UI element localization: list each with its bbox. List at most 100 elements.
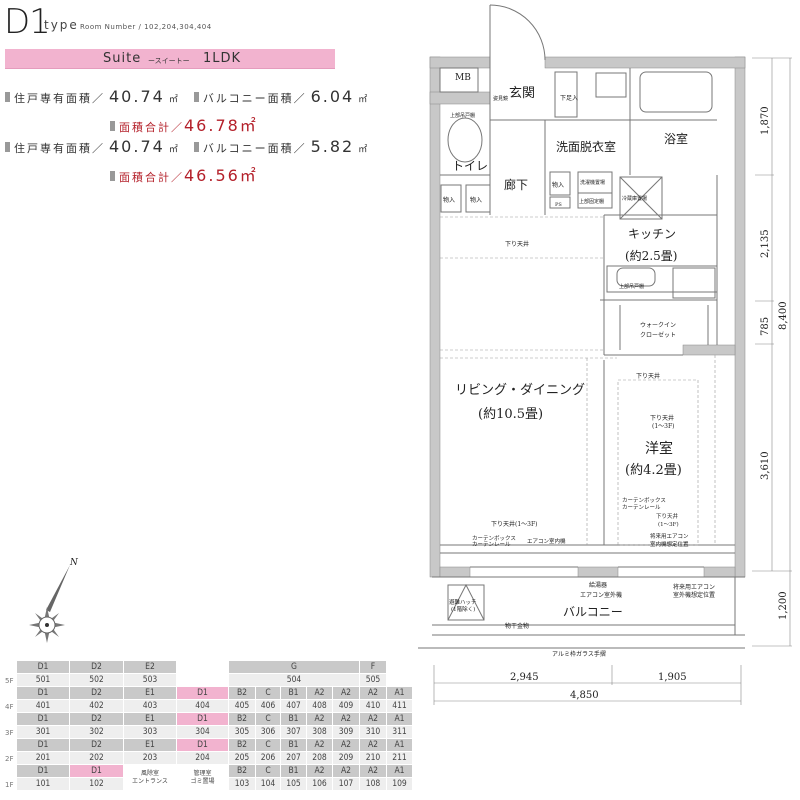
layout-type: 1LDK [203, 51, 242, 66]
unit-number-cell: 406 [256, 700, 281, 713]
unit-type-cell: A2 [307, 739, 333, 752]
dimension-width-western: 1,905 [658, 672, 687, 683]
unit-number-cell: 311 [387, 726, 413, 739]
toilet-label: トイレ [452, 159, 488, 173]
unit-number-cell: 409 [333, 700, 360, 713]
curtain-box-label: カーテンボックス [622, 496, 666, 504]
unit-type-cell: B1 [281, 687, 307, 700]
bullet-icon [193, 142, 199, 152]
future-ac-label: 将来用エアコン [650, 532, 689, 540]
western-room-label: 洋室 [645, 440, 673, 457]
dropped-ceiling-label: 下り天井 [636, 372, 660, 380]
unit-number-cell: 209 [333, 752, 360, 765]
unit-number-cell: 308 [307, 726, 333, 739]
total-area-row-1: 面積合計／46.78㎡ [110, 112, 262, 136]
living-dining-size: (約10.5畳) [478, 407, 543, 422]
unit-type-cell: E2 [124, 661, 177, 674]
unit-number-cell: 208 [307, 752, 333, 765]
unit-type-cell: B1 [281, 765, 307, 778]
unit-type-cell: A1 [387, 739, 413, 752]
unit-type-cell: A2 [333, 765, 360, 778]
living-dining-label: リビング・ダイニング [455, 383, 585, 398]
unit-type-cell: A1 [387, 713, 413, 726]
unit-type-cell: A1 [387, 687, 413, 700]
unit-type-cell: B2 [229, 687, 256, 700]
unit-number-cell: 402 [70, 700, 124, 713]
unit-type-cell [177, 661, 229, 674]
unit-number-cell: 205 [229, 752, 256, 765]
unit-number-cell: 302 [70, 726, 124, 739]
unit-type-cell: A2 [360, 765, 387, 778]
upper-hanging-cabinet-label: 上部吊戸棚 [619, 283, 644, 290]
unit-number-cell: 109 [387, 778, 413, 791]
unit-number-cell: 310 [360, 726, 387, 739]
unit-number-cell: 307 [281, 726, 307, 739]
unit-type-cell: C [256, 765, 281, 778]
washer-label: 洗濯機置場 [580, 179, 605, 186]
unit-number-cell: 210 [360, 752, 387, 765]
unit-type-cell: D1 [17, 739, 70, 752]
unit-number-cell: 503 [124, 674, 177, 687]
unit-type-cell: D1 [17, 765, 70, 778]
unit-type-cell: B2 [229, 713, 256, 726]
common-area-cell: 風除室 エントランス [124, 765, 177, 791]
unit-type-cell: D1 [177, 687, 229, 700]
floor-label: 4F [5, 703, 14, 711]
unit-type-cell: D1 [17, 687, 70, 700]
unit-type-cell: E1 [124, 687, 177, 700]
unit-type-cell: G [229, 661, 360, 674]
unit-type-cell: D1 [17, 713, 70, 726]
storage-label: 物入 [552, 181, 564, 189]
unit: ㎡ [358, 95, 370, 105]
suite-kana: ースイートー [148, 57, 190, 65]
unit-type-cell: D2 [70, 661, 124, 674]
unit-number-cell: 401 [17, 700, 70, 713]
unit-type-cell: D2 [70, 713, 124, 726]
unit-type-cell: A1 [387, 765, 413, 778]
unit-type-cell: A2 [307, 687, 333, 700]
unit-type-cell: C [256, 739, 281, 752]
future-outdoor-ac-position: 室外機想定位置 [673, 591, 715, 599]
north-compass-icon: N [29, 558, 79, 643]
unit-type-cell: B1 [281, 739, 307, 752]
floor-label: 1F [5, 781, 14, 789]
dimension-depth-4: 3,610 [760, 451, 771, 480]
future-outdoor-ac-label: 将来用エアコン [673, 583, 715, 591]
unit-type-cell: A2 [333, 687, 360, 700]
curtain-rail-label: カーテンレール [622, 504, 661, 511]
walk-in-closet-label-2: クローゼット [640, 331, 676, 339]
floor-label: 5F [5, 677, 14, 685]
dimension-depth-3: 785 [760, 317, 771, 336]
unit-type-cell: D1 [177, 739, 229, 752]
dropped-ceiling-13-label: 下り天井 [650, 414, 674, 422]
common-area-cell: 管理室 ゴミ置場 [177, 765, 229, 791]
unit-number-cell: 201 [17, 752, 70, 765]
unit-number-cell: 505 [360, 674, 387, 687]
exterior-walls [429, 56, 746, 578]
dimension-depth-total: 8,400 [778, 301, 789, 330]
bullet-icon [110, 121, 115, 131]
total-area-row-2: 面積合計／46.56㎡ [110, 162, 262, 186]
unit-number-cell: 403 [124, 700, 177, 713]
unit-type-cell: A2 [360, 713, 387, 726]
total-area-label: 面積合計／ [119, 171, 184, 184]
unit-number-cell: 305 [229, 726, 256, 739]
unit-type-cell: E1 [124, 713, 177, 726]
unit-number-cell: 107 [333, 778, 360, 791]
unit-number-cell: 106 [307, 778, 333, 791]
ac-outdoor-label: エアコン室外機 [580, 591, 622, 599]
unit-number-cell: 410 [360, 700, 387, 713]
type-label: type [44, 18, 79, 32]
unit: ㎡ [358, 145, 370, 155]
genkan-label: 玄関 [509, 86, 535, 101]
dimension-width-ld: 2,945 [510, 672, 539, 683]
evac-hatch-label: 避難ハッチ [449, 598, 477, 606]
private-area-label: 住戸専有面積／ [14, 142, 105, 155]
unit-number-cell [177, 674, 229, 687]
dimension-depth-1: 1,870 [760, 106, 771, 135]
toilet-shelf-label: 上部吊戸棚 [450, 112, 475, 119]
